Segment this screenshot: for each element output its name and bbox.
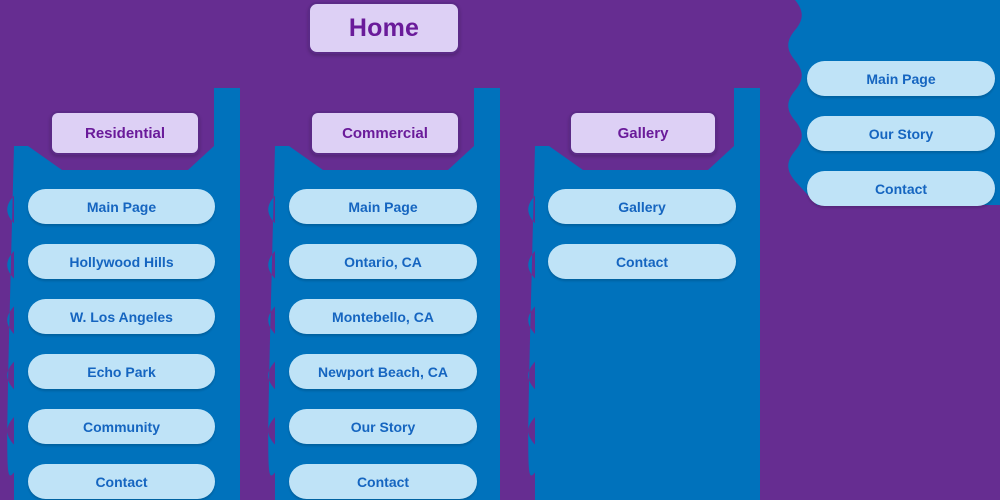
menu-item-about-0[interactable]: Main Page: [807, 61, 995, 96]
menu-item-label: Main Page: [866, 70, 936, 87]
menu-item-commercial-4[interactable]: Our Story: [289, 409, 477, 444]
column-header-label: Commercial: [342, 124, 428, 142]
menu-item-residential-2[interactable]: W. Los Angeles: [28, 299, 215, 334]
menu-item-label: Montebello, CA: [332, 308, 434, 325]
menu-item-label: Main Page: [348, 198, 418, 215]
home-tab-label: Home: [348, 13, 420, 42]
menu-item-residential-5[interactable]: Contact: [28, 464, 215, 499]
menu-item-label: W. Los Angeles: [70, 308, 173, 325]
menu-item-label: Our Story: [350, 418, 416, 435]
menu-item-residential-0[interactable]: Main Page: [28, 189, 215, 224]
column-header-tab-residential[interactable]: Residential: [50, 111, 200, 155]
menu-item-label: Gallery: [618, 198, 666, 215]
column-header-label: Gallery: [617, 124, 669, 142]
menu-item-label: Newport Beach, CA: [318, 363, 448, 380]
column-header-tab-commercial[interactable]: Commercial: [310, 111, 460, 155]
menu-item-about-1[interactable]: Our Story: [807, 116, 995, 151]
menu-item-label: Hollywood Hills: [69, 253, 174, 270]
menu-item-residential-1[interactable]: Hollywood Hills: [28, 244, 215, 279]
menu-item-gallery-1[interactable]: Contact: [548, 244, 736, 279]
menu-item-label: Community: [83, 418, 160, 435]
menu-item-residential-4[interactable]: Community: [28, 409, 215, 444]
menu-item-label: Contact: [615, 253, 669, 270]
menu-item-commercial-5[interactable]: Contact: [289, 464, 477, 499]
column-header-tab-gallery[interactable]: Gallery: [569, 111, 717, 155]
menu-item-commercial-1[interactable]: Ontario, CA: [289, 244, 477, 279]
menu-item-about-2[interactable]: Contact: [807, 171, 995, 206]
menu-item-residential-3[interactable]: Echo Park: [28, 354, 215, 389]
menu-item-label: Echo Park: [87, 363, 156, 380]
menu-item-label: Contact: [356, 473, 410, 490]
menu-item-commercial-0[interactable]: Main Page: [289, 189, 477, 224]
menu-item-label: Our Story: [868, 125, 934, 142]
home-tab[interactable]: Home: [308, 2, 460, 54]
menu-item-label: Main Page: [86, 198, 157, 215]
menu-item-gallery-0[interactable]: Gallery: [548, 189, 736, 224]
menu-item-label: Contact: [874, 180, 928, 197]
menu-item-commercial-3[interactable]: Newport Beach, CA: [289, 354, 477, 389]
column-panel-about: [788, 0, 1000, 205]
menu-item-label: Contact: [95, 473, 148, 490]
menu-item-label: Ontario, CA: [344, 253, 422, 270]
column-header-label: Residential: [84, 124, 166, 142]
menu-item-commercial-2[interactable]: Montebello, CA: [289, 299, 477, 334]
